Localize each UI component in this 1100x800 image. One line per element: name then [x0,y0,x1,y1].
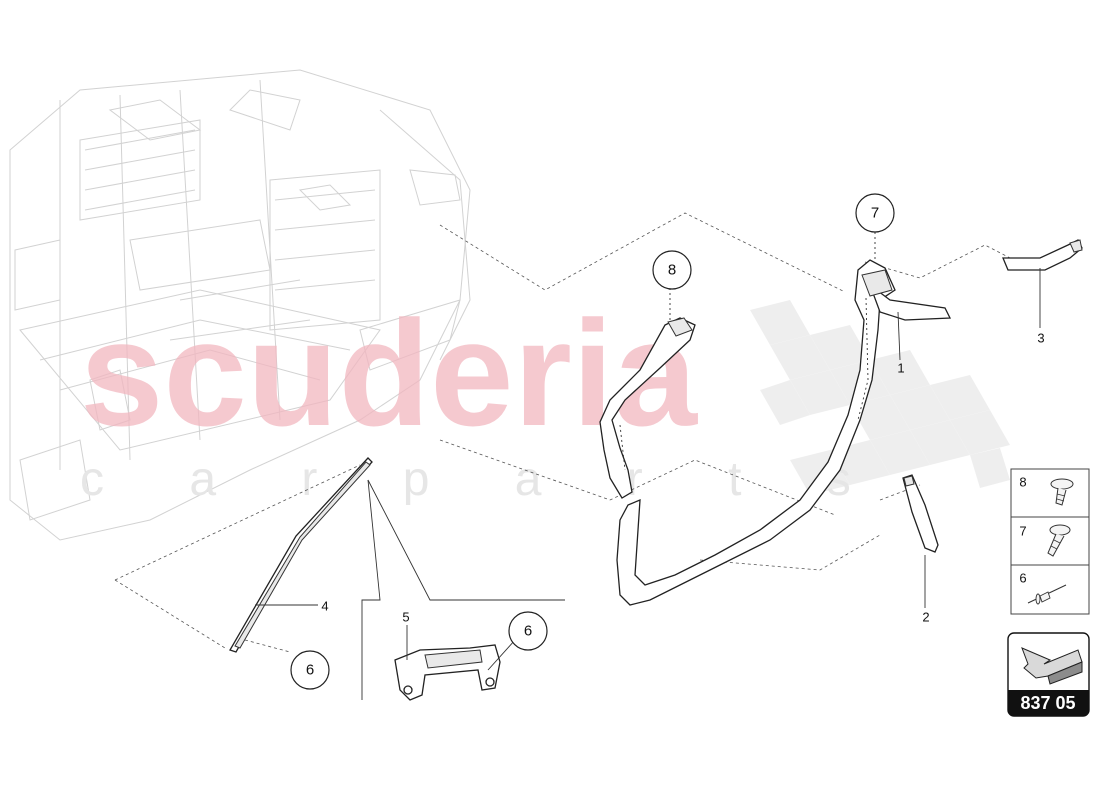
callout-1: 1 [897,361,904,376]
svg-text:6: 6 [524,623,532,640]
hardware-legend: 8 7 6 [1010,468,1090,615]
svg-text:8: 8 [668,262,676,279]
callout-2: 2 [922,610,929,625]
callout-6-bracket: 6 [508,611,548,651]
legend-row-label: 6 [1019,571,1026,586]
callout-3: 3 [1037,331,1044,346]
part-8-window-seal [599,317,696,499]
legend-row-label: 7 [1019,524,1026,539]
callout-5: 5 [402,610,409,625]
screw-pan-head-icon [1047,524,1071,557]
svg-text:7: 7 [871,205,879,222]
watermark-brand: scuderia [80,289,699,457]
callout-4: 4 [321,599,328,614]
screw-washer-head-icon [1050,478,1074,506]
chassis-background [9,69,471,541]
part-3-seal-piece [1002,239,1083,271]
diagram-code-text: 837 05 [1020,693,1075,713]
callout-leaders [255,232,1041,671]
direction-arrow-icon [1021,647,1083,685]
callout-7: 7 [855,193,895,233]
part-1-door-seal [616,259,952,606]
callout-6-left: 6 [290,650,330,690]
detail-inset-frame [361,479,565,700]
part-5-bracket [394,644,501,701]
watermark-subtitle: c a r p a r t s [80,453,887,506]
part-2-seal-piece [902,474,939,553]
rivet-icon [1027,584,1067,605]
callout-8: 8 [652,250,692,290]
legend-row-label: 8 [1019,475,1026,490]
diagram-code-badge: 837 05 [1007,632,1090,717]
part-4-trim-strip [229,457,373,653]
assembly-guide-lines [114,212,1011,653]
svg-text:6: 6 [306,662,314,679]
